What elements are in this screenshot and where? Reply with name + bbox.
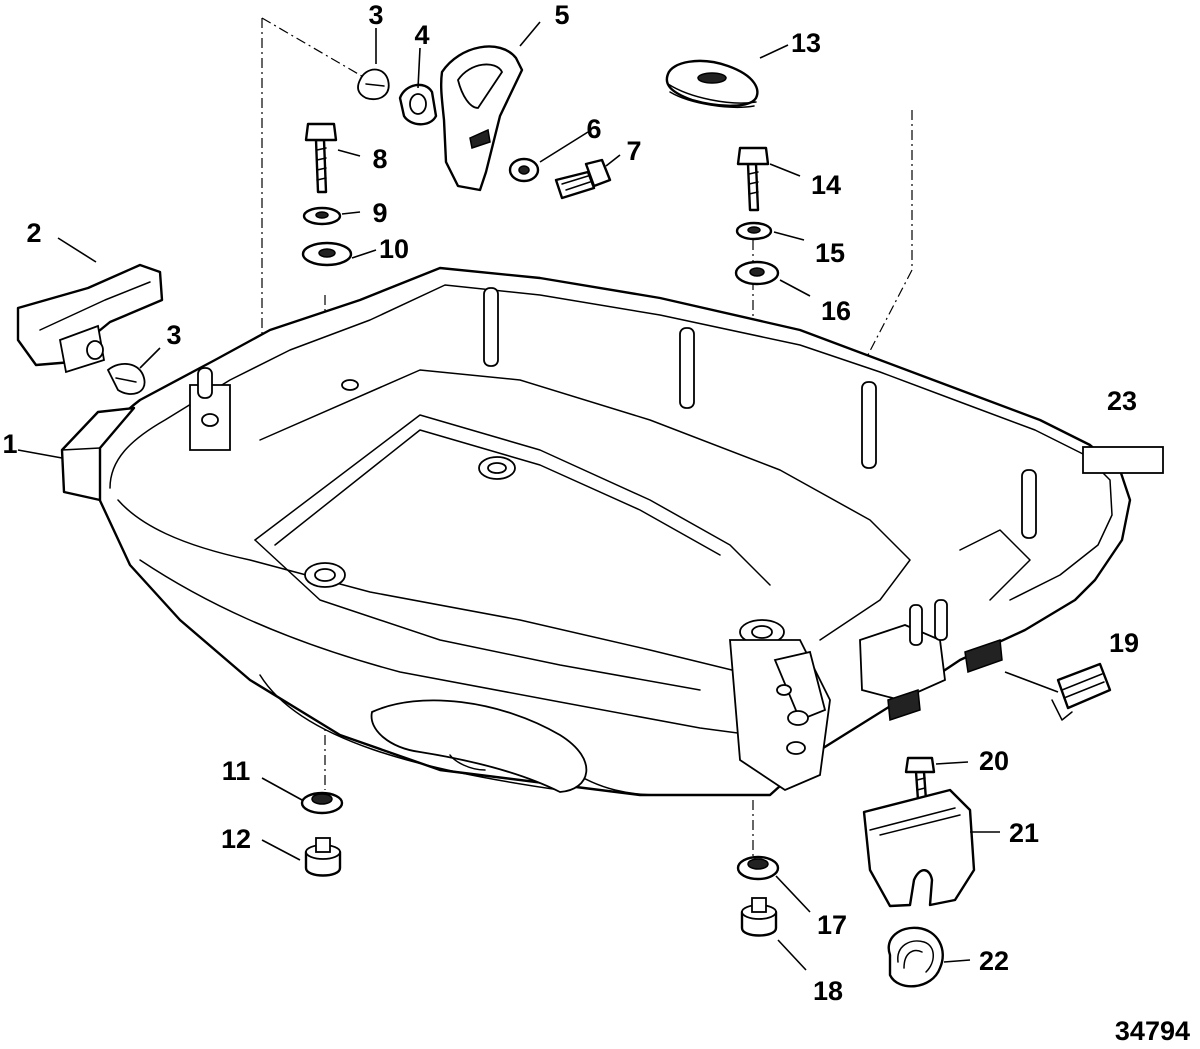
callout-22: 22 xyxy=(979,946,1009,976)
bolt-14 xyxy=(736,146,770,212)
callout-16: 16 xyxy=(821,296,851,326)
leader-lines xyxy=(17,21,1059,971)
bushing-18 xyxy=(740,897,778,937)
grommet-11 xyxy=(300,791,344,815)
lower-cowl-pan xyxy=(60,266,1132,797)
bracket-plate xyxy=(439,45,524,192)
callout-2: 2 xyxy=(26,218,41,248)
callout-3-upper: 3 xyxy=(368,0,383,30)
washer-6 xyxy=(508,157,540,183)
callout-10: 10 xyxy=(379,234,409,264)
cover-21 xyxy=(862,788,976,908)
callout-8: 8 xyxy=(372,144,387,174)
grommet-13 xyxy=(665,59,759,108)
callout-4: 4 xyxy=(414,20,429,50)
bolt-8 xyxy=(304,122,338,194)
grommet-small xyxy=(398,83,438,126)
washer-10 xyxy=(301,241,353,267)
grommet-17 xyxy=(736,855,780,881)
callout-19: 19 xyxy=(1109,628,1139,658)
screw-7 xyxy=(554,158,612,200)
callout-14: 14 xyxy=(811,170,841,200)
figure-number: 34794 xyxy=(1115,1016,1190,1046)
callout-18: 18 xyxy=(813,976,843,1006)
callout-20: 20 xyxy=(979,746,1009,776)
handle xyxy=(16,263,164,374)
callout-13: 13 xyxy=(791,28,821,58)
washer-15 xyxy=(735,221,773,241)
washer-9 xyxy=(302,206,342,226)
grommet-22 xyxy=(887,926,944,988)
callout-21: 21 xyxy=(1009,818,1039,848)
retaining-clip-lower xyxy=(106,363,146,395)
bushing-12 xyxy=(304,837,342,877)
callout-12: 12 xyxy=(221,824,251,854)
screw-20 xyxy=(904,756,936,802)
washer-16 xyxy=(734,260,780,286)
callout-15: 15 xyxy=(815,238,845,268)
callout-5: 5 xyxy=(554,0,569,30)
callout-3-lower: 3 xyxy=(166,320,181,350)
callout-1: 1 xyxy=(2,429,17,459)
callout-9: 9 xyxy=(372,198,387,228)
callout-11: 11 xyxy=(222,756,251,786)
callout-23: 23 xyxy=(1107,386,1137,416)
callout-17: 17 xyxy=(817,910,847,940)
callout-6: 6 xyxy=(586,114,601,144)
decal-23 xyxy=(1082,446,1164,474)
retaining-clip-upper xyxy=(357,68,390,101)
callout-7: 7 xyxy=(626,136,641,166)
spring-clip-19 xyxy=(1051,662,1112,721)
